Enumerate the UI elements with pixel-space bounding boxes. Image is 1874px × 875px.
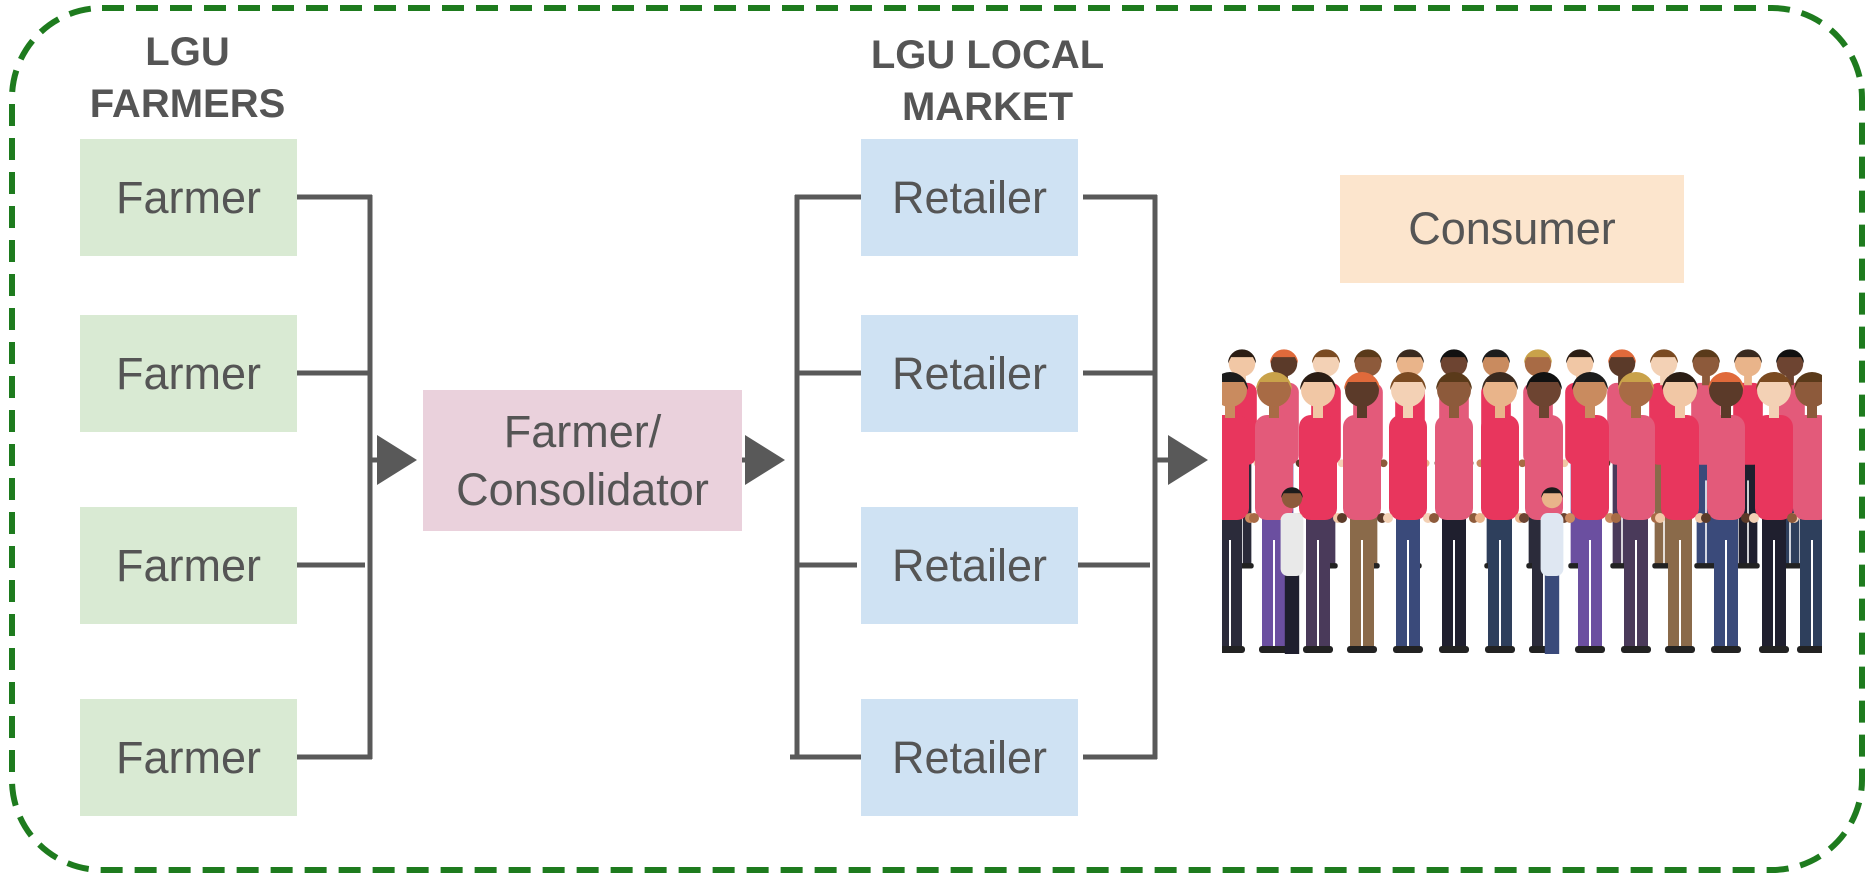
- header-line: LGU LOCAL: [870, 33, 1105, 77]
- farmer-connectors: [292, 194, 417, 760]
- person-figure: [1222, 372, 1255, 653]
- person-figure: [1383, 372, 1433, 653]
- farmer-box: Farmer: [80, 139, 297, 256]
- retailer-connectors: [742, 194, 1208, 760]
- retailer-box: Retailer: [861, 699, 1078, 816]
- farmer-box: Farmer: [80, 315, 297, 432]
- person-figure: [1655, 372, 1705, 653]
- retailer-label: Retailer: [891, 539, 1048, 591]
- person-figure: [1787, 372, 1822, 653]
- person-figure: [1429, 372, 1479, 653]
- person-figure: [1337, 372, 1387, 653]
- retailer-box: Retailer: [861, 139, 1078, 256]
- farmer-box: Farmer: [80, 699, 297, 816]
- header-line: MARKET: [901, 85, 1074, 129]
- consolidator-box: Farmer/ Consolidator: [423, 390, 742, 531]
- consolidator-label-line: Consolidator: [456, 463, 709, 515]
- person-figure: [1475, 372, 1525, 653]
- header-line: FARMERS: [89, 82, 286, 126]
- retailer-label: Retailer: [891, 731, 1048, 783]
- retailer-label: Retailer: [891, 171, 1048, 223]
- child-figure: [1540, 487, 1564, 654]
- consolidator-label-line: Farmer/: [503, 405, 662, 457]
- lgu-local-market-header: LGU LOCAL MARKET: [850, 29, 1125, 133]
- farmer-label: Farmer: [116, 731, 261, 783]
- retailer-box: Retailer: [861, 507, 1078, 624]
- consumer-label: Consumer: [1408, 203, 1616, 254]
- lgu-farmers-header: LGU FARMERS: [70, 26, 305, 130]
- farmer-box: Farmer: [80, 507, 297, 624]
- consumer-box: Consumer: [1340, 175, 1684, 283]
- child-figure: [1280, 487, 1304, 654]
- header-line: LGU: [145, 30, 230, 74]
- crowd-illustration: [1222, 349, 1822, 654]
- person-figure: [1749, 372, 1799, 653]
- farmer-label: Farmer: [116, 347, 261, 399]
- farmer-label: Farmer: [116, 539, 261, 591]
- person-figure: [1611, 372, 1661, 653]
- retailer-label: Retailer: [891, 347, 1048, 399]
- person-figure: [1701, 372, 1751, 653]
- dashed-border: [9, 5, 1865, 873]
- retailer-box: Retailer: [861, 315, 1078, 432]
- farmer-label: Farmer: [116, 171, 261, 223]
